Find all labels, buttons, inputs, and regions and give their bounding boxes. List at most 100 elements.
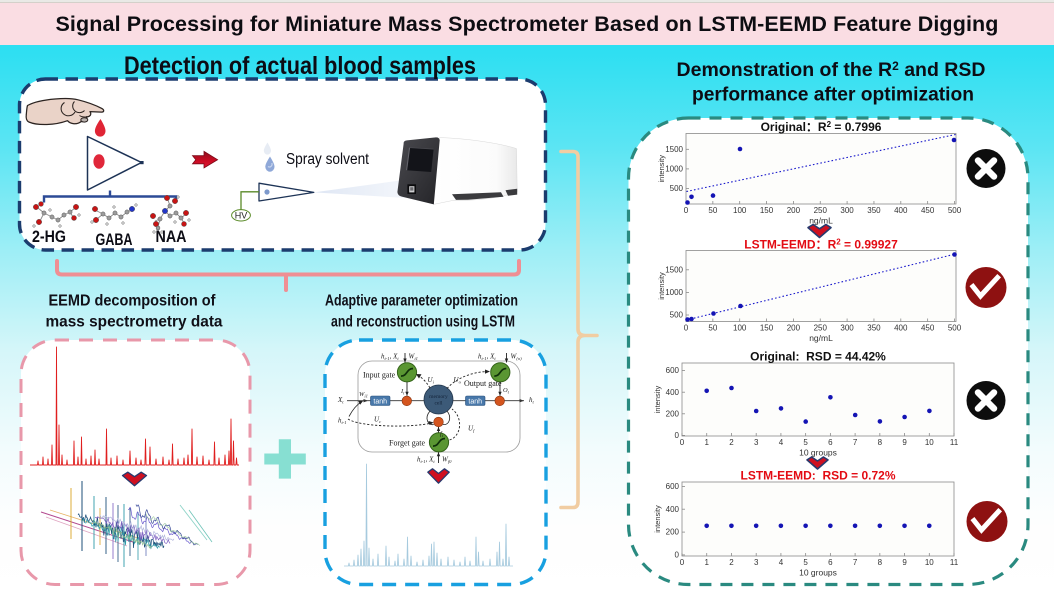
svg-text:7: 7 [853,558,858,567]
svg-text:450: 450 [921,324,935,333]
svg-text:500: 500 [948,324,962,333]
svg-text:11: 11 [950,558,959,567]
svg-text:Wi1: Wi1 [359,391,368,399]
svg-text:600: 600 [666,366,680,375]
svg-text:Input gate: Input gate [363,371,396,380]
svg-text:1: 1 [705,438,710,447]
svg-text:2: 2 [729,558,734,567]
svg-text:4: 4 [779,438,784,447]
svg-text:W(o): W(o) [511,353,523,362]
svg-text:8: 8 [878,558,883,567]
svg-text:Output gate: Output gate [464,379,502,388]
svg-text:50: 50 [708,206,717,215]
svg-text:0: 0 [684,324,689,333]
svg-text:Ot: Ot [503,387,510,395]
svg-text:ht-1: ht-1 [338,417,347,426]
svg-text:ng/mL: ng/mL [809,333,833,343]
svg-text:intensity: intensity [653,505,662,533]
svg-text:mass spectrometry data: mass spectrometry data [46,314,223,331]
svg-text:Original: RSD = 44.42%: Original: RSD = 44.42% [750,350,886,364]
svg-text:Demonstration of the R2 and RS: Demonstration of the R2 and RSD [677,59,986,81]
svg-text:cell: cell [434,401,443,407]
svg-text:0: 0 [675,551,680,560]
svg-text:tanh: tanh [373,398,387,405]
svg-text:Spray solvent: Spray solvent [286,151,370,168]
svg-text:200: 200 [666,409,680,418]
svg-text:and reconstruction using LSTM: and reconstruction using LSTM [331,314,515,331]
svg-text:3: 3 [754,438,759,447]
svg-text:100: 100 [733,206,747,215]
svg-text:6: 6 [828,438,833,447]
svg-text:LSTM-EEMD: RSD = 0.72%: LSTM-EEMD: RSD = 0.72% [740,469,895,483]
svg-text:2-HG: 2-HG [32,227,66,246]
svg-text:500: 500 [670,184,684,193]
svg-text:10 groups: 10 groups [799,448,837,458]
svg-text:250: 250 [814,324,828,333]
svg-text:NAA: NAA [156,227,187,246]
svg-text:3: 3 [754,558,759,567]
svg-text:1500: 1500 [665,265,683,274]
svg-text:250: 250 [814,206,828,215]
svg-text:It: It [400,388,405,396]
svg-text:500: 500 [670,311,684,320]
svg-text:9: 9 [902,438,907,447]
svg-text:300: 300 [840,324,854,333]
svg-text:500: 500 [948,206,962,215]
svg-text:performance after optimization: performance after optimization [692,84,974,106]
svg-text:4: 4 [779,558,784,567]
svg-text:LSTM-EEMD：R2 = 0.99927: LSTM-EEMD：R2 = 0.99927 [744,238,898,252]
svg-text:10: 10 [925,438,934,447]
svg-text:ng/mL: ng/mL [809,216,833,226]
svg-text:intensity: intensity [657,155,666,183]
svg-text:Ui: Ui [428,376,435,385]
svg-text:0: 0 [680,558,685,567]
svg-text:Wf0: Wf0 [442,456,452,465]
svg-text:400: 400 [666,388,680,397]
svg-text:Uc: Uc [374,416,381,425]
svg-text:50: 50 [708,324,717,333]
svg-text:600: 600 [666,482,680,491]
svg-text:intensity: intensity [653,385,662,413]
svg-text:1500: 1500 [665,145,683,154]
svg-text:11: 11 [950,438,959,447]
svg-text:9: 9 [902,558,907,567]
svg-text:1000: 1000 [665,165,683,174]
svg-text:400: 400 [894,206,908,215]
svg-text:EEMD decomposition of: EEMD decomposition of [49,293,217,310]
svg-text:10 groups: 10 groups [799,568,837,578]
svg-text:350: 350 [867,324,881,333]
svg-text:5: 5 [803,438,808,447]
svg-text:Adaptive parameter optimizatio: Adaptive parameter optimization [325,293,518,310]
svg-text:ft: ft [440,430,444,438]
svg-text:tanh: tanh [468,398,482,405]
svg-text:10: 10 [925,558,934,567]
svg-text:200: 200 [787,206,801,215]
svg-text:HV: HV [235,211,248,221]
svg-text:400: 400 [894,324,908,333]
svg-text:5: 5 [803,558,808,567]
svg-text:6: 6 [828,558,833,567]
svg-text:0: 0 [684,206,689,215]
svg-text:Xt: Xt [337,396,344,405]
svg-text:Original：R2 = 0.7996: Original：R2 = 0.7996 [761,120,882,134]
svg-text:ht-1, Xt: ht-1, Xt [478,353,496,362]
svg-text:200: 200 [666,528,680,537]
svg-text:Detection of actual blood samp: Detection of actual blood samples [124,52,476,80]
svg-text:ht-1, Xt: ht-1, Xt [417,456,435,465]
svg-text:0: 0 [675,431,680,440]
svg-text:200: 200 [787,324,801,333]
svg-text:350: 350 [867,206,881,215]
svg-text:ht: ht [529,396,535,405]
svg-text:150: 150 [760,206,774,215]
svg-text:ht-1, Xt: ht-1, Xt [381,353,399,362]
svg-text:450: 450 [921,206,935,215]
svg-text:Uf: Uf [468,425,475,434]
svg-text:300: 300 [840,206,854,215]
svg-text:8: 8 [878,438,883,447]
svg-text:400: 400 [666,505,680,514]
svg-text:intensity: intensity [657,272,666,300]
svg-text:0: 0 [680,438,685,447]
svg-text:1: 1 [705,558,710,567]
svg-text:2: 2 [729,438,734,447]
svg-text:Uo: Uo [454,376,462,385]
